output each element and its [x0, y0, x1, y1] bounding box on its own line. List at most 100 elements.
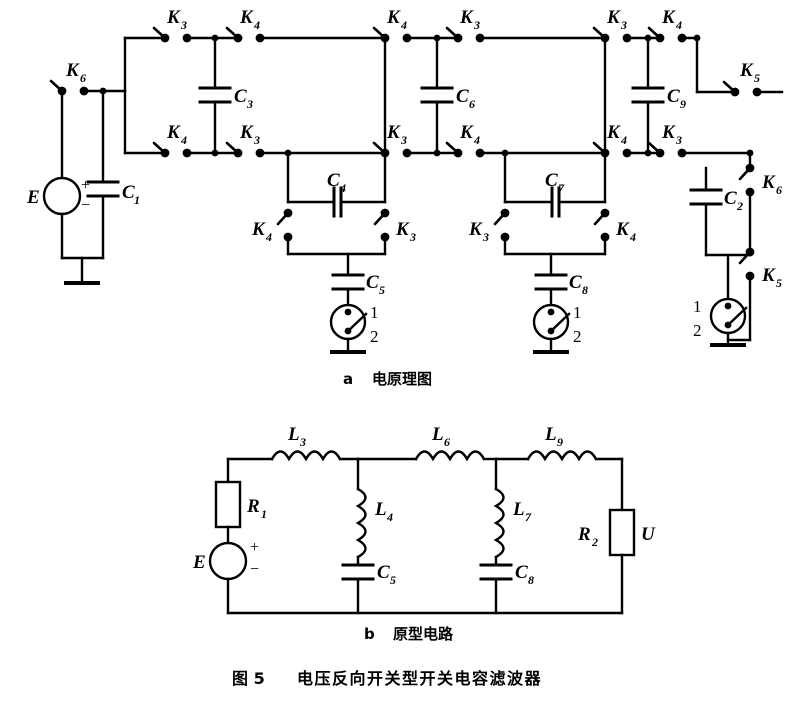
switch-k4-c7-right[interactable]	[593, 208, 610, 242]
svg-text:K: K	[251, 219, 266, 240]
svg-text:7: 7	[558, 181, 565, 195]
svg-text:3: 3	[299, 435, 306, 449]
svg-text:3: 3	[620, 18, 627, 32]
subfigure-b-tag: b	[364, 625, 375, 643]
label-c6: C 6	[456, 86, 475, 111]
rotary-c2-terminal-1: 1	[693, 297, 702, 316]
svg-text:3: 3	[400, 133, 407, 147]
label-k6-input: K 6	[65, 60, 86, 85]
resistor-r1	[214, 480, 242, 529]
inductor-l3	[270, 450, 342, 462]
inductor-l6	[414, 450, 486, 462]
svg-text:4: 4	[620, 133, 627, 147]
switch-k4-c4-left[interactable]	[276, 208, 293, 242]
svg-text:L: L	[512, 499, 525, 520]
svg-text:C: C	[456, 86, 469, 107]
svg-text:K: K	[65, 60, 80, 81]
svg-text:6: 6	[776, 183, 782, 197]
svg-text:K: K	[239, 122, 254, 143]
svg-text:2: 2	[736, 199, 743, 213]
stage2-c8-branch	[503, 235, 607, 307]
label-k3-t2: K 3	[459, 7, 480, 32]
label-source-minus-a: −	[81, 197, 90, 214]
svg-text:K: K	[166, 122, 181, 143]
rotary-c2-terminal-2: 2	[693, 321, 702, 340]
svg-text:8: 8	[582, 283, 588, 297]
label-r1: R 1	[246, 496, 267, 521]
svg-text:C: C	[122, 182, 135, 203]
svg-text:R: R	[246, 496, 260, 517]
label-c8-b: C 8	[515, 562, 534, 587]
switch-k5-c2[interactable]	[738, 247, 755, 281]
bus-riser-left	[123, 36, 167, 155]
rotary-switch-c2[interactable]	[709, 297, 748, 347]
rotary-switch-c8[interactable]	[532, 303, 571, 354]
svg-text:3: 3	[246, 97, 253, 111]
stage2-lower-network	[503, 151, 607, 218]
svg-text:4: 4	[629, 230, 636, 244]
svg-text:K: K	[459, 122, 474, 143]
svg-text:4: 4	[265, 230, 272, 244]
label-k5-c2: K 5	[761, 265, 782, 290]
captions: a 电原理图 b 原型电路 图 5 电压反向开关型开关电容滤波器	[232, 370, 541, 688]
svg-text:1: 1	[134, 193, 140, 207]
label-c4: C 4	[327, 170, 346, 195]
label-k4-c7-right: K 4	[615, 219, 636, 244]
svg-text:3: 3	[675, 133, 682, 147]
junction-dots-a	[284, 34, 754, 157]
label-source-e-a: E	[26, 187, 40, 208]
svg-text:5: 5	[379, 283, 385, 297]
svg-text:4: 4	[400, 18, 407, 32]
label-source-plus-a: +	[81, 177, 90, 194]
rotary-c8-terminal-1: 1	[573, 303, 582, 322]
label-k4-t3: K 4	[661, 7, 682, 32]
capacitor-c3	[198, 34, 232, 157]
label-r2: R 2	[577, 524, 598, 549]
svg-text:1: 1	[261, 507, 267, 521]
label-k3-t1: K 3	[166, 7, 187, 32]
svg-text:6: 6	[80, 71, 86, 85]
svg-text:K: K	[661, 122, 676, 143]
svg-text:K: K	[386, 7, 401, 28]
source-branch-a	[42, 89, 105, 285]
svg-text:K: K	[386, 122, 401, 143]
capacitor-c2-branch	[689, 151, 752, 300]
svg-text:5: 5	[390, 573, 396, 587]
svg-text:4: 4	[386, 510, 393, 524]
resistor-r2	[608, 508, 636, 557]
label-k3-b1: K 3	[239, 122, 260, 147]
switch-k3-c4-right[interactable]	[373, 208, 390, 242]
svg-text:K: K	[395, 219, 410, 240]
label-l4: L 4	[374, 499, 393, 524]
label-k4-t1: K 4	[239, 7, 260, 32]
stage1-c5-branch	[286, 235, 387, 307]
svg-text:7: 7	[525, 510, 532, 524]
figure-number-label: 图 5	[232, 669, 265, 688]
label-l7: L 7	[512, 499, 532, 524]
svg-text:3: 3	[253, 133, 260, 147]
svg-text:C: C	[569, 272, 582, 293]
svg-text:L: L	[287, 424, 300, 445]
svg-text:4: 4	[339, 181, 346, 195]
rotary-switch-c5[interactable]	[329, 303, 368, 354]
svg-text:6: 6	[469, 97, 475, 111]
svg-text:3: 3	[482, 230, 489, 244]
switch-k3-c7-left[interactable]	[493, 208, 510, 242]
rotary-c5-terminal-1: 1	[370, 303, 379, 322]
svg-text:L: L	[431, 424, 444, 445]
label-k3-b3: K 3	[661, 122, 682, 147]
label-k6-c2: K 6	[761, 172, 782, 197]
label-c9: C 9	[667, 86, 686, 111]
svg-text:4: 4	[675, 18, 682, 32]
prototype-circuit-b	[208, 450, 636, 615]
subfigure-b-caption: 原型电路	[393, 625, 454, 643]
wire-k5c2-to-ground	[726, 274, 752, 342]
subfigure-a-caption: 电原理图	[372, 370, 432, 388]
switch-k6-c2[interactable]	[738, 163, 755, 197]
label-k4-b3: K 4	[606, 122, 627, 147]
label-k5-output: K 5	[739, 60, 760, 85]
svg-text:K: K	[761, 172, 776, 193]
svg-text:8: 8	[528, 573, 534, 587]
svg-text:C: C	[724, 188, 737, 209]
